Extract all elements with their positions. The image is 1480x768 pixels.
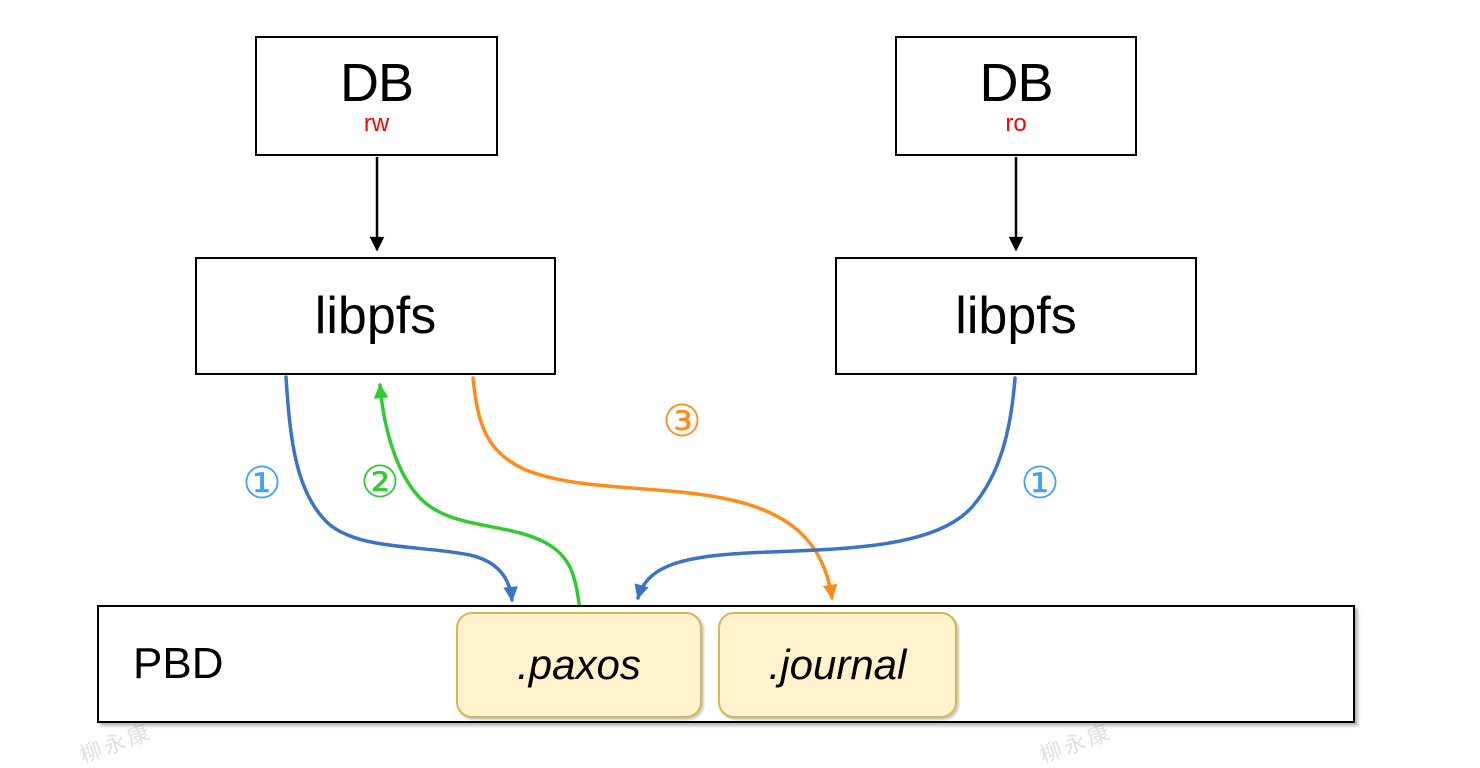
db-ro-mode-tag: ro — [1005, 110, 1027, 137]
edge-label-1-right: ① — [1020, 459, 1060, 508]
db-ro-label: DB — [979, 53, 1053, 113]
paxos-file-node: .paxos — [456, 612, 702, 718]
journal-file-label: .journal — [768, 641, 907, 688]
libpfs-left-label: libpfs — [314, 287, 437, 345]
libpfs-right-node: libpfs — [835, 257, 1197, 375]
db-ro-node: DB ro — [895, 36, 1137, 156]
edge-label-3: ③ — [662, 397, 702, 446]
edge-label-2: ② — [360, 458, 400, 507]
edge-label-1-left: ① — [242, 459, 282, 508]
paxos-file-label: .paxos — [517, 641, 641, 688]
journal-file-node: .journal — [718, 612, 957, 718]
pbd-label: PBD — [133, 639, 224, 688]
libpfs-left-node: libpfs — [195, 257, 556, 375]
db-rw-label: DB — [339, 53, 414, 113]
db-rw-mode-tag: rw — [363, 110, 390, 137]
libpfs-right-label: libpfs — [955, 287, 1077, 345]
edge-2-paxos-to-libpfs — [373, 383, 582, 613]
db-rw-node: DB rw — [255, 36, 498, 156]
edge-3-libpfs-to-journal — [471, 376, 838, 600]
